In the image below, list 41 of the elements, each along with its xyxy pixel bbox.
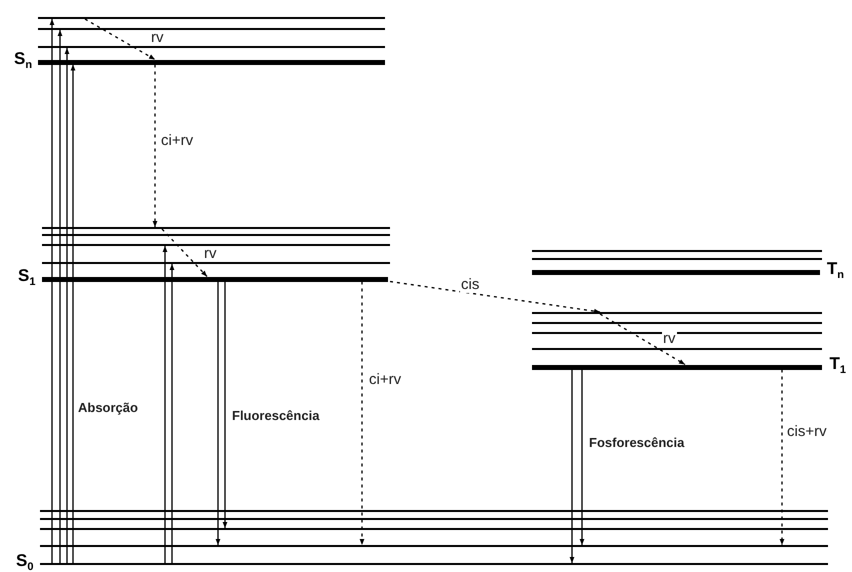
dashed-arrow [84, 18, 156, 60]
energy-level-line [40, 510, 828, 512]
energy-level-line [532, 312, 822, 314]
arrow [58, 30, 62, 563]
arrow [216, 282, 220, 545]
dashed-arrow [780, 370, 784, 545]
energy-level-line [42, 244, 390, 246]
energy-level-line [42, 234, 390, 236]
energy-level-line [40, 528, 828, 530]
state-label: T$_{1}$ [828, 354, 846, 378]
energy-level-line [532, 322, 822, 324]
process-label: Absorção [78, 400, 138, 416]
state-label: S$_{0}$ [16, 551, 34, 572]
dashed-arrow [390, 280, 600, 314]
energy-level-line [532, 332, 822, 334]
energy-level-line [42, 227, 390, 229]
energy-level-line [38, 17, 385, 19]
energy-level-line [532, 348, 822, 350]
energy-level-line [40, 518, 828, 520]
energy-level-line [38, 28, 385, 30]
arrow [70, 64, 76, 563]
arrow [170, 264, 174, 563]
arrow [50, 19, 54, 563]
dashed-arrow [600, 313, 686, 366]
dashed-arrow [360, 282, 364, 545]
dashed-arrow [162, 228, 208, 277]
arrow [580, 370, 584, 545]
arrow [162, 246, 168, 563]
arrow [222, 282, 228, 528]
energy-level-line [532, 250, 822, 252]
energy-level-line [40, 545, 828, 547]
energy-level-line [42, 262, 390, 264]
energy-level-line [532, 258, 822, 260]
state-label: T$_{n}$ [826, 259, 844, 283]
arrow [570, 370, 574, 563]
state-label: S$_{1}$ [18, 266, 36, 290]
energy-level-line [38, 46, 385, 48]
edge-label: cis [460, 277, 480, 293]
state-label: S$_{n}$ [14, 49, 34, 73]
arrow [64, 48, 70, 563]
dashed-arrow [152, 64, 158, 227]
